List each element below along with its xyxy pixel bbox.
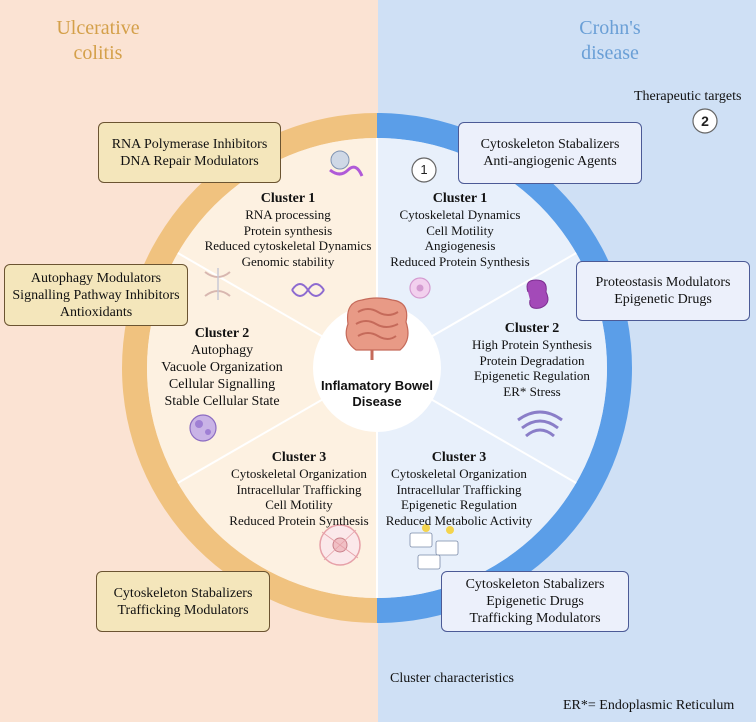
cluster-line: ER* Stress bbox=[503, 383, 561, 399]
cluster-line: Reduced Protein Synthesis bbox=[390, 253, 530, 269]
uc-target-line: Antioxidants bbox=[59, 304, 133, 320]
cluster-line: Vacuole Organization bbox=[161, 360, 283, 375]
center-circle bbox=[313, 304, 441, 432]
cluster-line: Reduced Protein Synthesis bbox=[229, 512, 369, 528]
cluster-line: Reduced cytoskeletal Dynamics bbox=[204, 238, 372, 253]
uc-target-box-3: Cytoskeleton Stabalizers Trafficking Mod… bbox=[96, 571, 270, 632]
cluster-title: Cluster 3 bbox=[271, 450, 327, 465]
cell-icon bbox=[409, 277, 431, 299]
center-label: Inflamatory Bowel Disease bbox=[321, 378, 433, 410]
uc-cluster-2: Cluster 2 Autophagy Vacuole Organization… bbox=[161, 325, 282, 410]
dna-icon bbox=[291, 283, 325, 297]
protein-icon bbox=[526, 279, 549, 309]
cluster-line: Cytoskeletal Organization bbox=[231, 466, 367, 481]
uc-target-line: DNA Repair Modulators bbox=[120, 153, 259, 169]
cluster-line: Cell Motility bbox=[426, 222, 494, 238]
uc-cluster-3: Cluster 3 Cytoskeletal Organization Intr… bbox=[229, 449, 368, 528]
cluster-line: Cellular Signalling bbox=[168, 377, 276, 392]
uc-target-line: Trafficking Modulators bbox=[117, 602, 249, 618]
cluster-line: Intracellular Trafficking bbox=[396, 481, 522, 497]
center-label-line: Disease bbox=[352, 394, 402, 409]
chromosome-icon bbox=[204, 268, 231, 300]
uc-target-line: Signalling Pathway Inhibitors bbox=[12, 287, 180, 303]
cluster-line: Cell Motility bbox=[265, 497, 333, 512]
endoplasmic-reticulum-icon bbox=[517, 410, 563, 438]
cd-target-line: Cytoskeleton Stabalizers bbox=[465, 577, 605, 592]
cluster-line: Epigenetic Regulation bbox=[474, 368, 590, 383]
therapeutic-target-badge-number: 2 bbox=[701, 113, 709, 129]
cluster-line: Epigenetic Regulation bbox=[401, 497, 517, 512]
uc-cluster-1: Cluster 1 RNA processing Protein synthes… bbox=[205, 190, 372, 269]
cd-target-box-3: Cytoskeleton Stabalizers Epigenetic Drug… bbox=[441, 571, 629, 632]
therapeutic-target-badge-icon bbox=[692, 108, 718, 134]
cluster-line: Stable Cellular State bbox=[164, 394, 280, 409]
cluster-line: Protein synthesis bbox=[243, 222, 333, 238]
cluster-characteristics-label: Cluster characteristics bbox=[390, 671, 515, 686]
right-disk bbox=[377, 138, 607, 598]
cytoskeleton-cell-icon bbox=[319, 524, 361, 566]
ulcerative-colitis-title: Ulcerative colitis bbox=[56, 17, 140, 64]
left-disk bbox=[147, 138, 377, 598]
uc-target-line: Cytoskeleton Stabalizers bbox=[113, 585, 253, 601]
vacuole-icon bbox=[189, 414, 217, 442]
cluster-line: Autophagy bbox=[190, 343, 254, 358]
cd-target-line: Epigenetic Drugs bbox=[486, 594, 584, 609]
cluster-title: Cluster 1 bbox=[432, 191, 488, 206]
cluster-line: High Protein Synthesis bbox=[472, 337, 592, 352]
cluster-line: Angiogenesis bbox=[424, 238, 496, 253]
cluster-line: Cytoskeletal Organization bbox=[391, 466, 527, 481]
cluster-title: Cluster 2 bbox=[504, 321, 560, 336]
cluster-title: Cluster 2 bbox=[194, 326, 250, 341]
cd-target-box-2: Proteostasis Modulators Epigenetic Drugs bbox=[576, 261, 750, 321]
cd-target-box-1: Cytoskeleton Stabalizers Anti-angiogenic… bbox=[458, 122, 642, 184]
molecule-icon bbox=[329, 150, 364, 177]
therapeutic-targets-label: Therapeutic targets bbox=[634, 89, 742, 104]
uc-target-box-2: Autophagy Modulators Signalling Pathway … bbox=[4, 264, 188, 326]
cluster-characteristics-badge-icon bbox=[411, 157, 437, 183]
cd-target-line: Trafficking Modulators bbox=[469, 611, 601, 626]
uc-target-line: RNA Polymerase Inhibitors bbox=[111, 136, 268, 152]
cluster-line: Reduced Metabolic Activity bbox=[385, 512, 533, 528]
uc-target-box-1: RNA Polymerase Inhibitors DNA Repair Mod… bbox=[98, 122, 281, 183]
cd-cluster-1: Cluster 1 Cytoskeletal Dynamics Cell Mot… bbox=[390, 190, 529, 269]
cd-cluster-3: Cluster 3 Cytoskeletal Organization Intr… bbox=[386, 449, 533, 528]
intestine-icon bbox=[345, 297, 409, 360]
center-label-line: Inflamatory Bowel bbox=[321, 378, 433, 393]
cluster-line: Cytoskeletal Dynamics bbox=[399, 207, 521, 222]
cluster-line: RNA processing bbox=[245, 207, 331, 222]
cd-target-line: Anti-angiogenic Agents bbox=[483, 154, 617, 169]
cd-target-line: Epigenetic Drugs bbox=[614, 292, 712, 307]
cluster-title: Cluster 3 bbox=[431, 450, 487, 465]
cluster-line: Genomic stability bbox=[241, 253, 335, 269]
crohns-disease-title: Crohn's disease bbox=[579, 17, 641, 64]
cd-cluster-2: Cluster 2 High Protein Synthesis Protein… bbox=[472, 320, 592, 399]
cluster-title: Cluster 1 bbox=[260, 191, 316, 206]
cluster-line: Protein Degradation bbox=[479, 352, 585, 368]
pathway-diagram-icon bbox=[409, 524, 459, 570]
cluster-line: Intracellular Trafficking bbox=[236, 481, 362, 497]
cluster-characteristics-badge-number: 1 bbox=[420, 162, 428, 177]
footnote: ER*= Endoplasmic Reticulum bbox=[563, 698, 735, 713]
cd-target-line: Proteostasis Modulators bbox=[595, 275, 731, 290]
uc-target-line: Autophagy Modulators bbox=[30, 270, 162, 286]
cd-target-line: Cytoskeleton Stabalizers bbox=[480, 137, 620, 152]
